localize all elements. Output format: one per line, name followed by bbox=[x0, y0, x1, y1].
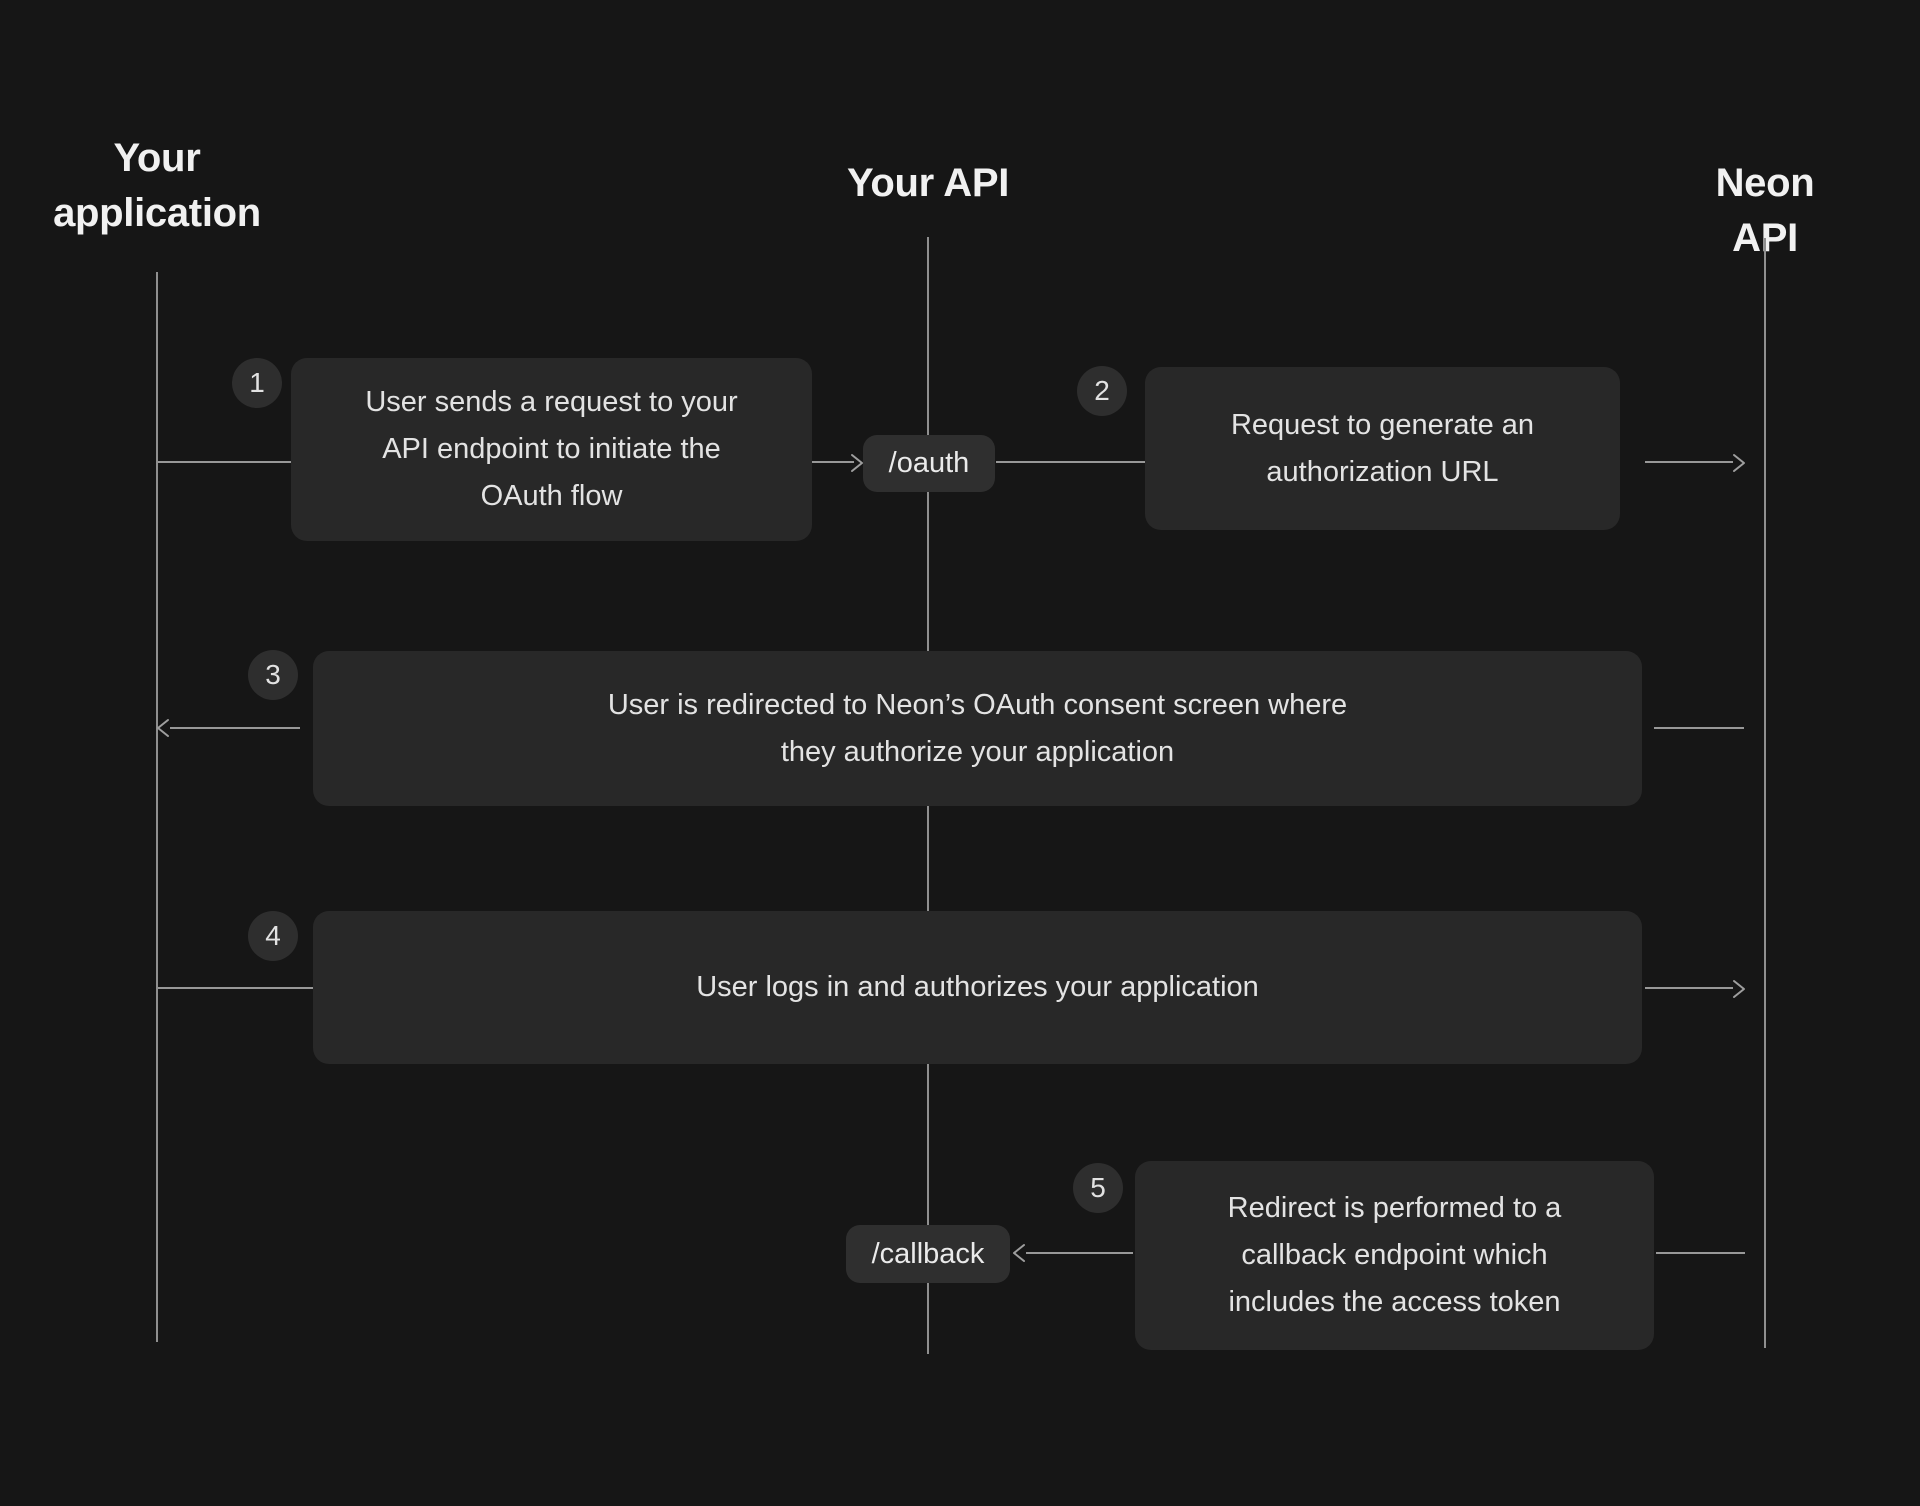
arrowhead-left-callback bbox=[1013, 1244, 1025, 1262]
arrowhead-left-app-row3 bbox=[157, 719, 169, 737]
connector-step2-box-to-neon bbox=[1645, 461, 1733, 463]
step-5-line-2: callback endpoint which bbox=[1241, 1239, 1548, 1271]
step-3-line-2: they authorize your application bbox=[780, 735, 1175, 768]
connector-step5-box-to-callback bbox=[1026, 1252, 1133, 1254]
step-badge-1: 1 bbox=[232, 358, 282, 408]
step-1-line-1: User sends a request to your bbox=[365, 386, 738, 418]
step-2-line-1: Request to generate an bbox=[1230, 408, 1535, 441]
step-box-5: Redirect is performed to a callback endp… bbox=[1135, 1161, 1654, 1350]
connector-step1-box-to-oauth bbox=[812, 461, 854, 463]
arrowhead-right-neon-row4 bbox=[1733, 980, 1745, 998]
step-1-line-2: API endpoint to initiate the bbox=[382, 433, 721, 465]
connector-neon-to-step5-box bbox=[1656, 1252, 1745, 1254]
step-box-2: Request to generate an authorization URL bbox=[1145, 367, 1620, 530]
step-badge-5: 5 bbox=[1073, 1163, 1123, 1213]
lane-header-your-application: Your application bbox=[53, 136, 261, 235]
step-badge-3: 3 bbox=[248, 650, 298, 700]
step-5-line-3: includes the access token bbox=[1228, 1286, 1561, 1318]
lifeline-your-application bbox=[156, 272, 158, 1342]
step-box-1: User sends a request to your API endpoin… bbox=[291, 358, 812, 541]
step-2-line-2: authorization URL bbox=[1266, 455, 1499, 488]
step-box-4: User logs in and authorizes your applica… bbox=[313, 911, 1642, 1064]
arrowhead-right-neon-row1 bbox=[1733, 454, 1745, 472]
endpoint-chip-callback: /callback bbox=[846, 1225, 1010, 1283]
connector-neon-to-step3-box bbox=[1654, 727, 1744, 729]
connector-step4-box-to-neon bbox=[1645, 987, 1733, 989]
step-5-line-1: Redirect is performed to a bbox=[1227, 1192, 1562, 1224]
connector-app-to-step1-box bbox=[158, 461, 291, 463]
step-badge-4: 4 bbox=[248, 911, 298, 961]
connector-step3-box-to-app bbox=[170, 727, 300, 729]
step-1-line-3: OAuth flow bbox=[480, 480, 623, 512]
step-badge-2: 2 bbox=[1077, 366, 1127, 416]
lane-header-your-api: Your API bbox=[846, 161, 1010, 205]
step-3-line-1: User is redirected to Neon’s OAuth conse… bbox=[607, 688, 1348, 721]
step-box-3: User is redirected to Neon’s OAuth conse… bbox=[313, 651, 1642, 806]
step-4-line-1: User logs in and authorizes your applica… bbox=[696, 971, 1259, 1003]
connector-oauth-to-step2-box bbox=[996, 461, 1145, 463]
lifeline-neon-api bbox=[1764, 238, 1766, 1348]
arrowhead-right-oauth bbox=[851, 454, 863, 472]
connector-app-to-step4-box bbox=[158, 987, 313, 989]
endpoint-chip-oauth: /oauth bbox=[863, 435, 995, 492]
